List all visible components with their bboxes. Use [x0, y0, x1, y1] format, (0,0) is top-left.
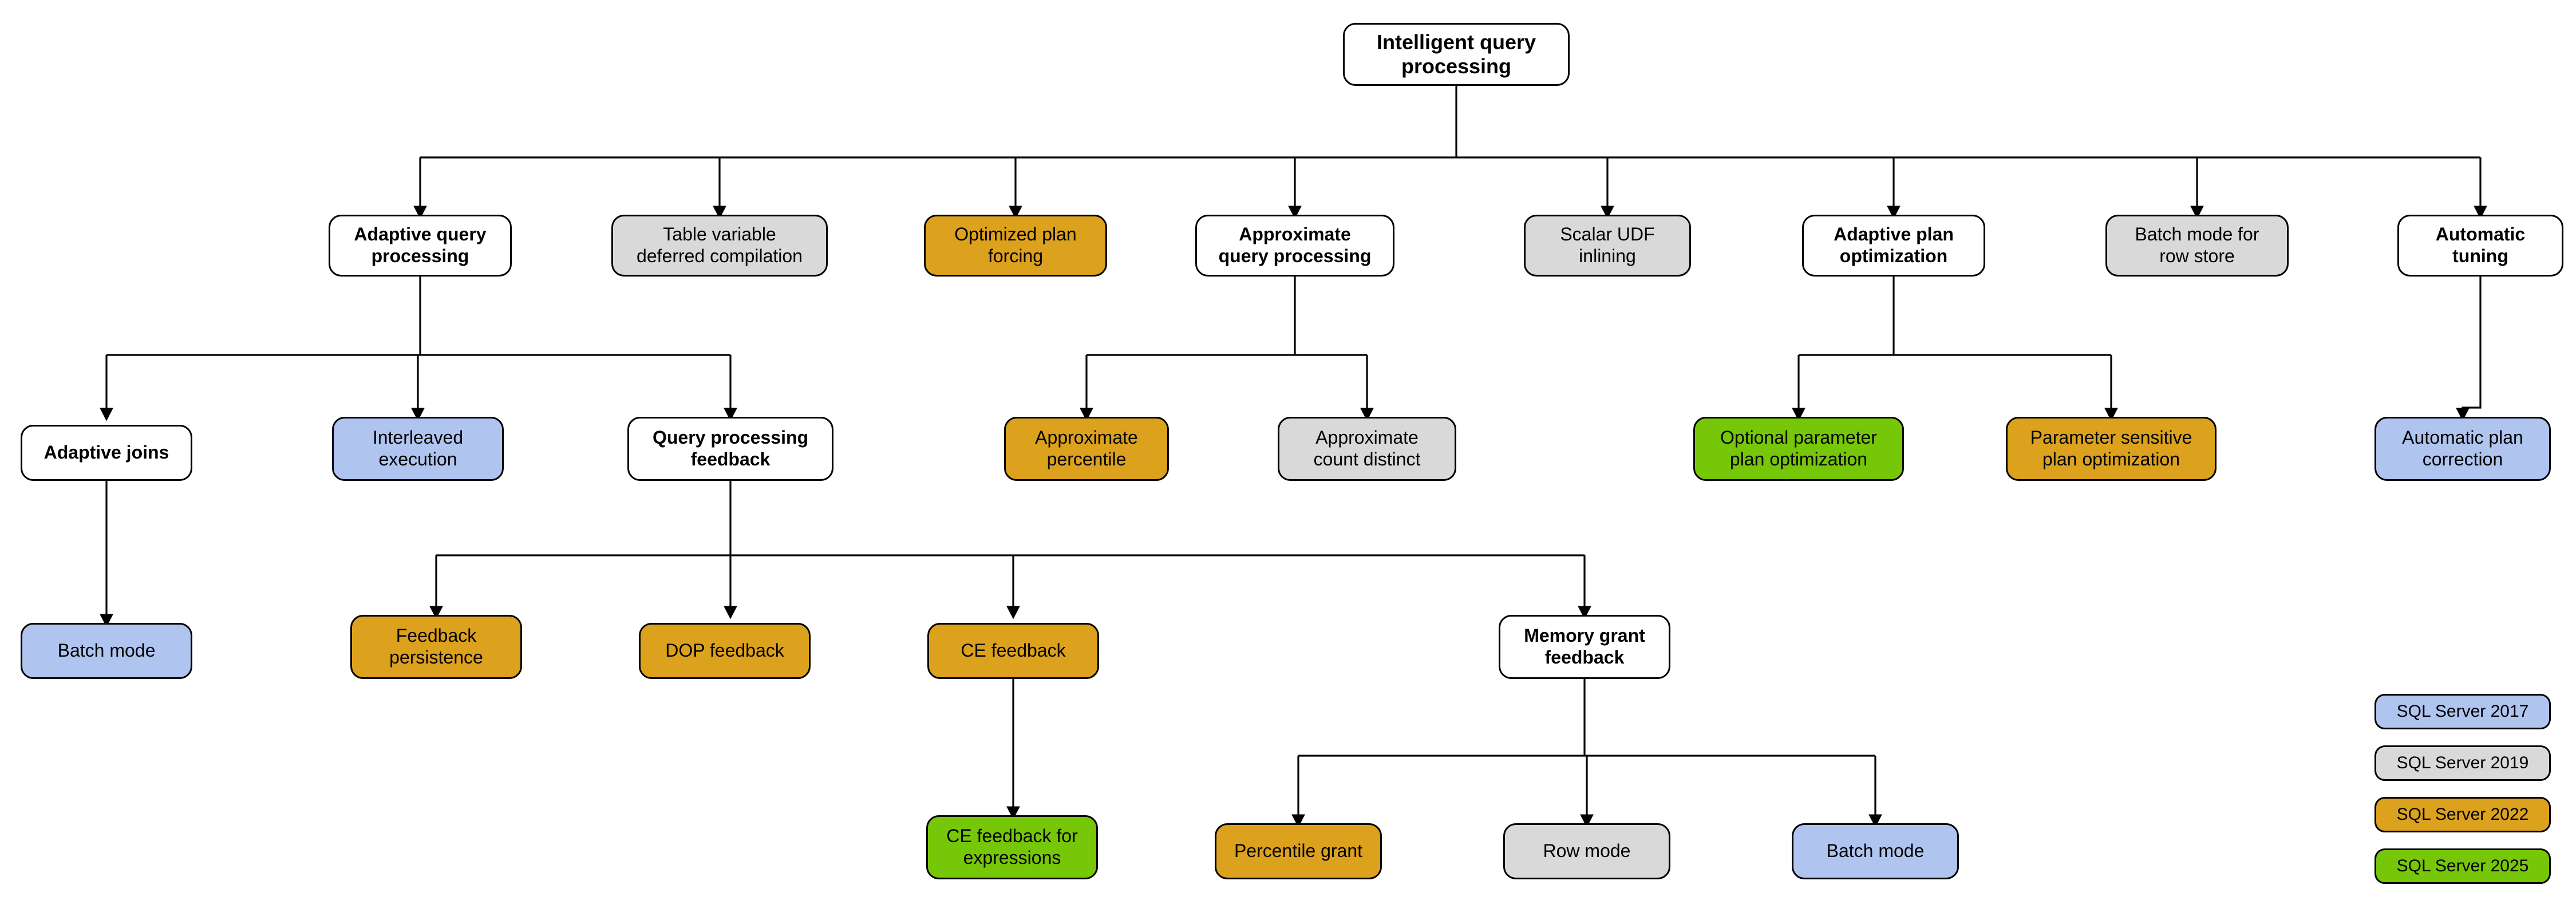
node-label: Batch mode [57, 640, 156, 661]
node-cefe[interactable]: CE feedback for expressions [926, 815, 1098, 879]
node-label: CE feedback for expressions [946, 826, 1078, 868]
node-aj[interactable]: Adaptive joins [21, 425, 192, 481]
node-label: Query processing feedback [652, 427, 809, 469]
node-label: Table variable deferred compilation [637, 224, 803, 266]
node-label: Optimized plan forcing [954, 224, 1077, 266]
node-apo[interactable]: Adaptive plan optimization [1802, 215, 1985, 277]
node-label: Approximate count distinct [1313, 427, 1421, 469]
node-fp[interactable]: Feedback persistence [350, 615, 522, 679]
node-label: CE feedback [961, 640, 1066, 661]
legend-item-sql-server-2022: SQL Server 2022 [2374, 797, 2551, 832]
node-mgf[interactable]: Memory grant feedback [1499, 615, 1670, 679]
node-label: Approximate query processing [1218, 224, 1372, 266]
node-label: Batch mode for row store [2135, 224, 2259, 266]
node-rm[interactable]: Row mode [1503, 823, 1670, 879]
node-bm2[interactable]: Batch mode [1792, 823, 1959, 879]
node-label: Optional parameter plan optimization [1720, 427, 1877, 469]
node-label: Percentile grant [1234, 840, 1363, 862]
legend-item-label: SQL Server 2022 [2396, 805, 2529, 824]
node-qpf[interactable]: Query processing feedback [627, 417, 833, 481]
node-label: Automatic plan correction [2402, 427, 2523, 469]
node-at[interactable]: Automatic tuning [2397, 215, 2563, 277]
node-opf[interactable]: Optimized plan forcing [924, 215, 1107, 277]
node-ie[interactable]: Interleaved execution [332, 417, 504, 481]
node-label: Batch mode [1826, 840, 1925, 862]
edge [2456, 277, 2482, 421]
node-label: Row mode [1543, 840, 1631, 862]
node-label: Parameter sensitive plan optimization [2030, 427, 2192, 469]
node-label: Intelligent query processing [1376, 30, 1536, 78]
node-label: Memory grant feedback [1524, 625, 1645, 668]
node-label: Interleaved execution [372, 427, 464, 469]
node-label: Approximate percentile [1035, 427, 1138, 469]
node-pspo[interactable]: Parameter sensitive plan optimization [2006, 417, 2217, 481]
legend-item-sql-server-2019: SQL Server 2019 [2374, 745, 2551, 781]
node-dopf[interactable]: DOP feedback [639, 623, 811, 679]
node-acd[interactable]: Approximate count distinct [1278, 417, 1456, 481]
node-oppo[interactable]: Optional parameter plan optimization [1693, 417, 1904, 481]
node-ap[interactable]: Approximate percentile [1004, 417, 1169, 481]
legend-item-label: SQL Server 2025 [2396, 856, 2529, 875]
node-tvdc[interactable]: Table variable deferred compilation [611, 215, 828, 277]
node-sudf[interactable]: Scalar UDF inlining [1524, 215, 1691, 277]
node-bmrs[interactable]: Batch mode for row store [2105, 215, 2289, 277]
node-label: Feedback persistence [389, 625, 483, 668]
node-label: Automatic tuning [2435, 224, 2526, 266]
node-pg[interactable]: Percentile grant [1215, 823, 1382, 879]
node-label: Adaptive joins [44, 442, 169, 463]
node-root[interactable]: Intelligent query processing [1343, 23, 1570, 86]
node-bm1[interactable]: Batch mode [21, 623, 192, 679]
node-label: Adaptive plan optimization [1834, 224, 1954, 266]
legend-item-label: SQL Server 2019 [2396, 753, 2529, 772]
legend-item-label: SQL Server 2017 [2396, 702, 2529, 721]
legend-item-sql-server-2017: SQL Server 2017 [2374, 694, 2551, 729]
node-label: DOP feedback [665, 640, 784, 661]
node-apq[interactable]: Approximate query processing [1195, 215, 1394, 277]
node-label: Adaptive query processing [354, 224, 487, 266]
node-aqp[interactable]: Adaptive query processing [329, 215, 512, 277]
node-cef[interactable]: CE feedback [927, 623, 1099, 679]
node-apc[interactable]: Automatic plan correction [2374, 417, 2551, 481]
legend-item-sql-server-2025: SQL Server 2025 [2374, 848, 2551, 884]
node-label: Scalar UDF inlining [1560, 224, 1655, 266]
